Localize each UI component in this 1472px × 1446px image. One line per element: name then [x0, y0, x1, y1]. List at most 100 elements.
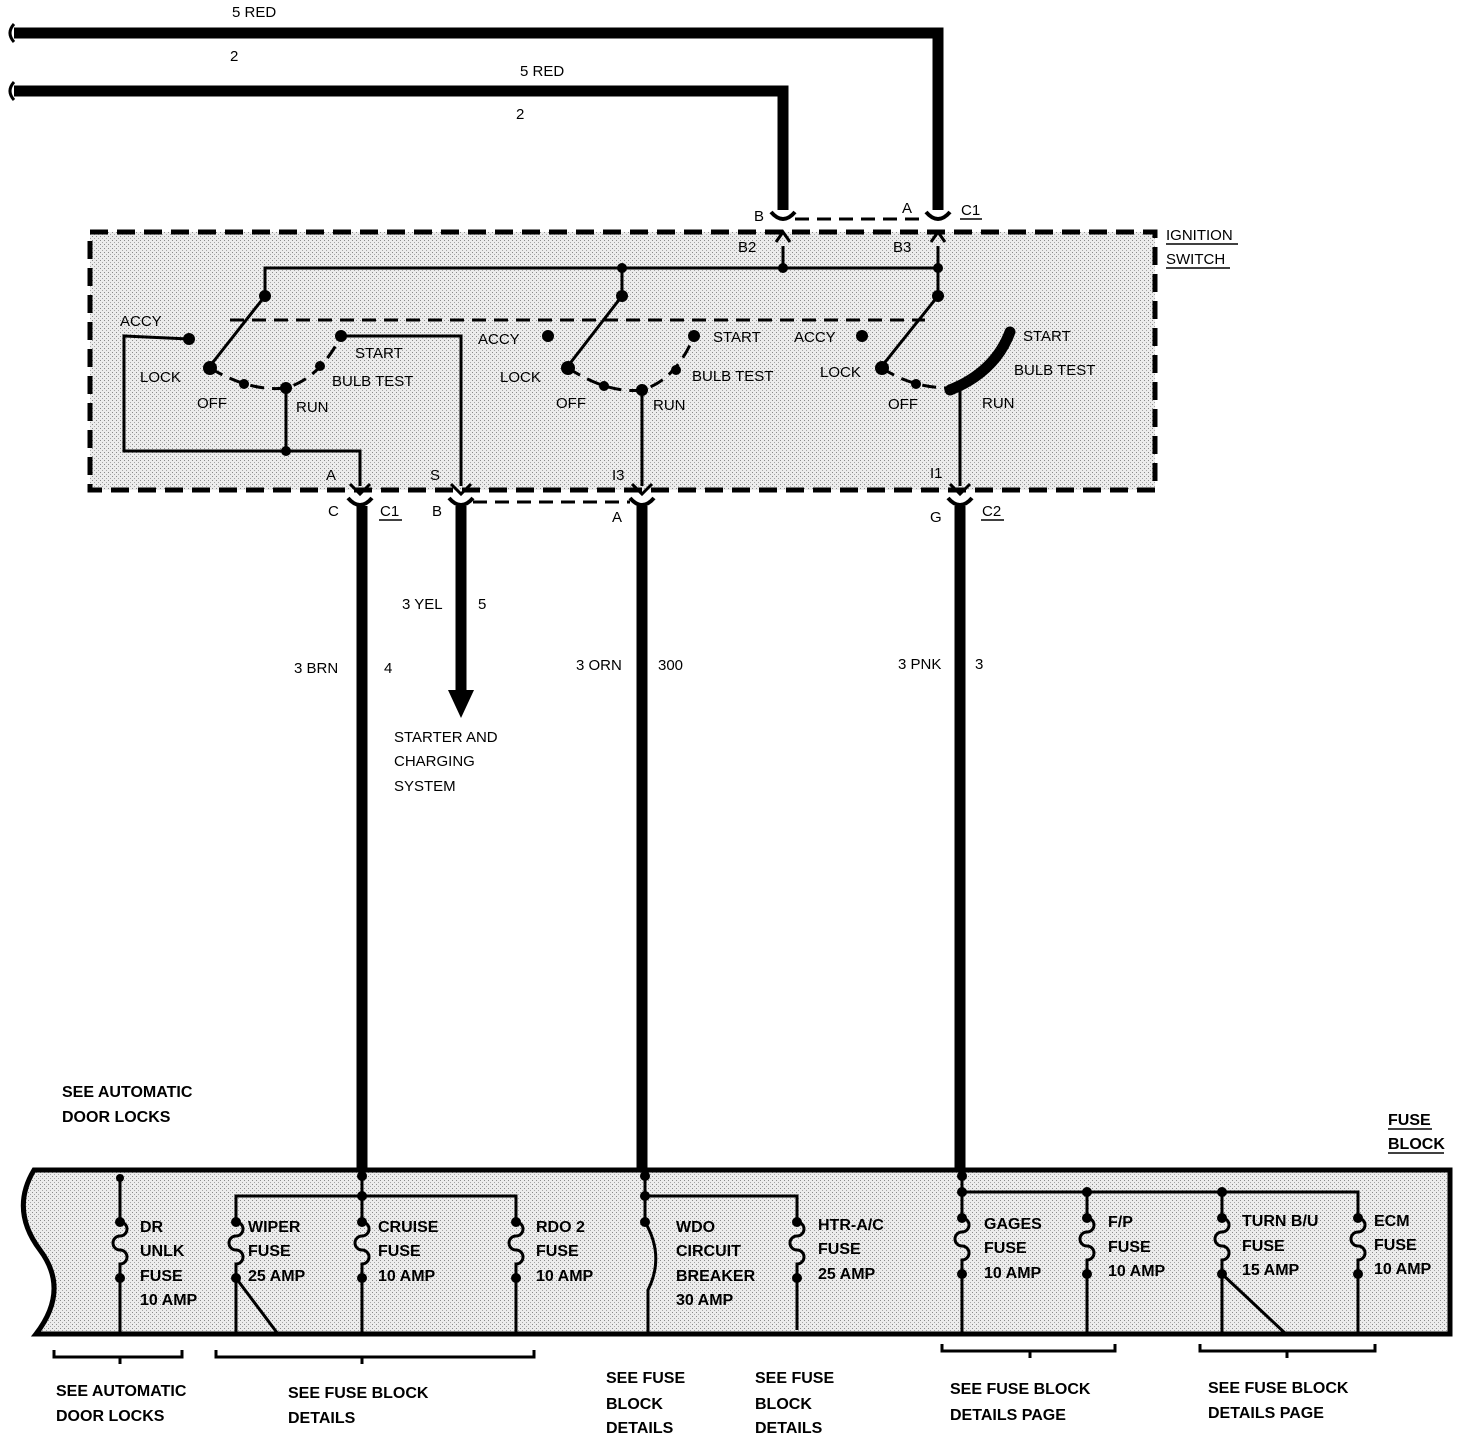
fuse-label: CIRCUIT — [676, 1243, 741, 1260]
s3-accy: ACCY — [794, 329, 836, 346]
fuse-label: FUSE — [818, 1241, 861, 1258]
fuse-label: F/P — [1108, 1214, 1133, 1231]
s2-bulb-test: BULB TEST — [692, 368, 773, 385]
fuse-ecm: ECM FUSE 10 AMP — [1374, 1213, 1432, 1278]
fuse-cruise: CRUISE FUSE 10 AMP — [378, 1219, 439, 1285]
ignition-switch: IGNITION SWITCH B2 B3 — [87, 227, 1238, 493]
note-door-locks-2: DOOR LOCKS — [56, 1408, 165, 1425]
top-wire-2: 5 RED 2 — [8, 63, 789, 210]
wire-yel-circuit: 5 — [478, 596, 486, 613]
note-gages-1: SEE FUSE BLOCK — [950, 1381, 1091, 1398]
fuse-block-title-2: BLOCK — [1388, 1136, 1445, 1153]
fuse-gages: GAGES FUSE 10 AMP — [984, 1216, 1042, 1282]
wire-yel: 3 YEL 5 — [402, 506, 486, 718]
note-wdo-1: SEE FUSE — [606, 1370, 685, 1387]
fuse-rating: 10 AMP — [984, 1265, 1042, 1282]
note-wdo-2: BLOCK — [606, 1396, 663, 1413]
fuse-label: FUSE — [140, 1268, 183, 1285]
starter-note-line2: CHARGING — [394, 753, 475, 770]
s3-lock: LOCK — [820, 364, 861, 381]
fuse-label: FUSE — [1242, 1238, 1285, 1255]
ignition-switch-title-2: SWITCH — [1166, 251, 1225, 268]
fuse-dr-unlk: DR UNLK FUSE 10 AMP — [140, 1219, 198, 1309]
fuse-htr-ac: HTR-A/C FUSE 25 AMP — [818, 1217, 884, 1283]
top-wire-1-circuit: 2 — [230, 48, 238, 65]
fuse-label: UNLK — [140, 1243, 185, 1260]
wire-orn-circuit: 300 — [658, 657, 683, 674]
top-wire-1: 5 RED 2 — [8, 4, 944, 210]
fuse-turn-bu: TURN B/U FUSE 15 AMP — [1242, 1213, 1318, 1279]
s2-run: RUN — [653, 397, 686, 414]
fuse-rating: 30 AMP — [676, 1292, 734, 1309]
starter-note-line3: SYSTEM — [394, 778, 456, 795]
ignition-switch-title-1: IGNITION — [1166, 227, 1233, 244]
fuse-rdo2: RDO 2 FUSE 10 AMP — [536, 1219, 594, 1285]
note-fuse-details-1: SEE FUSE BLOCK — [288, 1385, 429, 1402]
top-connector-c1: B A C1 — [754, 200, 982, 225]
inner-pin-i3: I3 — [612, 467, 625, 484]
wire-pnk-color: 3 PNK — [898, 656, 941, 673]
wire-orn: 3 ORN 300 — [576, 506, 683, 1172]
fuse-label: HTR-A/C — [818, 1217, 884, 1234]
note-door-locks-1: SEE AUTOMATIC — [56, 1383, 187, 1400]
s1-accy: ACCY — [120, 313, 162, 330]
note-htr-1: SEE FUSE — [755, 1370, 834, 1387]
fuse-fp: F/P FUSE 10 AMP — [1108, 1214, 1166, 1280]
wire-brn: 3 BRN 4 — [294, 506, 392, 1172]
s1-run: RUN — [296, 399, 329, 416]
wire-pnk-circuit: 3 — [975, 656, 983, 673]
fuse-rating: 10 AMP — [378, 1268, 436, 1285]
s1-off: OFF — [197, 395, 227, 412]
bottom-connectors: C B A G C1 C2 — [328, 482, 1004, 526]
wire-yel-color: 3 YEL — [402, 596, 443, 613]
switch-section-2: ACCY LOCK OFF RUN START BULB TEST — [478, 290, 773, 486]
note-gages-2: DETAILS PAGE — [950, 1407, 1066, 1424]
fuse-label: WIPER — [248, 1219, 301, 1236]
note-htr-3: DETAILS — [755, 1420, 823, 1437]
door-locks-top-line2: DOOR LOCKS — [62, 1109, 171, 1126]
top-connector-label: C1 — [961, 202, 980, 219]
bottom-notes: SEE AUTOMATIC DOOR LOCKS SEE FUSE BLOCK … — [56, 1370, 1349, 1437]
s3-start: START — [1023, 328, 1071, 345]
bottom-connector-c1: C1 — [380, 503, 399, 520]
note-turn-2: DETAILS PAGE — [1208, 1405, 1324, 1422]
s1-lock: LOCK — [140, 369, 181, 386]
inner-pin-a: A — [326, 467, 336, 484]
inner-pin-b3: B3 — [893, 239, 911, 256]
s2-start: START — [713, 329, 761, 346]
fuse-rating: 15 AMP — [1242, 1262, 1300, 1279]
fuse-label: DR — [140, 1219, 164, 1236]
fuse-label: WDO — [676, 1219, 715, 1236]
top-wire-2-circuit: 2 — [516, 106, 524, 123]
fuse-label: FUSE — [1108, 1239, 1151, 1256]
starter-note: STARTER AND CHARGING SYSTEM — [394, 729, 498, 795]
starter-note-line1: STARTER AND — [394, 729, 498, 746]
bottom-pin-c: C — [328, 503, 339, 520]
bottom-pin-b: B — [432, 503, 442, 520]
top-wire-1-color: 5 RED — [232, 4, 276, 21]
fuse-label: GAGES — [984, 1216, 1042, 1233]
switch-section-1: ACCY LOCK OFF RUN START BULB TEST — [120, 290, 463, 486]
s3-bulb-test: BULB TEST — [1014, 362, 1095, 379]
s1-bulb-test: BULB TEST — [332, 373, 413, 390]
bottom-pin-g: G — [930, 509, 942, 526]
fuse-label: TURN B/U — [1242, 1213, 1318, 1230]
fuse-label: RDO 2 — [536, 1219, 585, 1236]
door-locks-note-top: SEE AUTOMATIC DOOR LOCKS — [62, 1084, 193, 1126]
bottom-braces — [52, 1344, 1377, 1364]
fuse-block: FUSE BLOCK — [20, 1112, 1453, 1337]
fuse-label: FUSE — [536, 1243, 579, 1260]
wire-orn-color: 3 ORN — [576, 657, 622, 674]
note-fuse-details-2: DETAILS — [288, 1410, 356, 1427]
bottom-pin-a: A — [612, 509, 622, 526]
fuse-label: FUSE — [248, 1243, 291, 1260]
inner-pin-s: S — [430, 467, 440, 484]
fuse-block-title-1: FUSE — [1388, 1112, 1431, 1129]
note-htr-2: BLOCK — [755, 1396, 812, 1413]
wire-brn-color: 3 BRN — [294, 660, 338, 677]
s3-run: RUN — [982, 395, 1015, 412]
fuse-rating: 10 AMP — [140, 1292, 198, 1309]
fuse-label: FUSE — [1374, 1237, 1417, 1254]
top-pin-a: A — [902, 200, 912, 217]
inner-pin-i1: I1 — [930, 465, 943, 482]
